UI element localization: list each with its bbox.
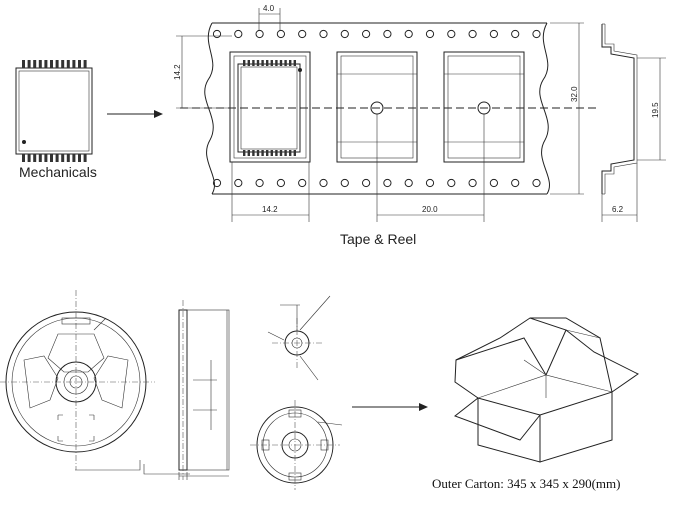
pin — [50, 60, 53, 68]
sprocket-hole — [468, 29, 477, 39]
dim-pocket-inner: 19.5 — [651, 102, 660, 118]
pin — [78, 60, 81, 68]
sprocket-hole — [319, 178, 328, 188]
pin — [33, 154, 37, 162]
sprocket-hole — [255, 178, 264, 188]
sprocket-hole — [276, 29, 285, 39]
sprocket-hole — [362, 178, 371, 188]
sprocket-hole — [234, 178, 243, 188]
sprocket-hole — [383, 29, 392, 39]
outer-carton-box — [453, 317, 639, 463]
sprocket-hole — [234, 29, 243, 39]
pin — [72, 60, 76, 68]
sprocket-hole — [383, 178, 392, 188]
component-mechanical-drawing — [15, 60, 93, 162]
sprocket-holes-bottom — [212, 178, 541, 188]
carrier-tape — [180, 22, 600, 195]
sprocket-hole — [425, 178, 435, 188]
pin — [22, 154, 25, 162]
outer-carton-label: Outer Carton: 345 x 345 x 290(mm) — [432, 476, 620, 491]
pin — [22, 60, 25, 68]
sprocket-hole — [404, 29, 413, 39]
pin — [83, 60, 87, 68]
component-bottom-pins — [22, 154, 87, 162]
sprocket-hole — [489, 29, 498, 39]
sprocket-hole — [468, 178, 477, 188]
pin — [61, 60, 65, 68]
sprocket-hole — [340, 178, 349, 188]
sprocket-holes-top — [212, 29, 541, 39]
tape-cross-section: 19.5 6.2 — [601, 23, 666, 222]
pin — [78, 154, 81, 162]
sprocket-hole — [276, 178, 285, 188]
sprocket-hole — [362, 29, 371, 39]
dim-pocket-pitch: 20.0 — [376, 114, 485, 222]
svg-text:20.0: 20.0 — [422, 205, 438, 214]
sprocket-hole — [319, 29, 328, 39]
pin1-marker — [22, 140, 26, 144]
pin — [44, 154, 48, 162]
sprocket-hole — [489, 178, 498, 188]
pin — [72, 154, 76, 162]
reel-front-view — [0, 290, 190, 475]
sprocket-hole — [447, 29, 456, 39]
pin — [38, 60, 42, 68]
dim-tape-depth: 6.2 — [612, 205, 624, 214]
dim-hole-pitch: 4.0 — [258, 4, 281, 30]
sprocket-hole — [404, 178, 413, 188]
sprocket-hole — [212, 29, 222, 39]
arrow-to-tape — [107, 110, 163, 118]
pin — [66, 154, 70, 162]
reel-side-view — [178, 300, 230, 480]
pocket-with-component — [229, 51, 311, 163]
pin — [38, 154, 42, 162]
pin — [33, 60, 37, 68]
sprocket-hole — [425, 29, 435, 39]
pin — [27, 60, 31, 68]
svg-text:14.2: 14.2 — [173, 64, 182, 80]
sprocket-hole — [212, 178, 222, 188]
mechanicals-label: Mechanicals — [19, 164, 97, 180]
hub-detail-bottom — [250, 400, 343, 490]
dim-component-height: 14.2 — [173, 35, 232, 109]
pin — [61, 154, 65, 162]
pin — [55, 60, 59, 68]
dim-tape-width: 32.0 — [550, 22, 584, 195]
sprocket-hole — [532, 29, 541, 39]
component-top-pins — [22, 60, 87, 68]
tape-break-left — [204, 22, 215, 195]
pin — [44, 60, 48, 68]
svg-text:14.2: 14.2 — [262, 205, 278, 214]
pin — [27, 154, 31, 162]
sprocket-hole — [298, 29, 307, 39]
dim-component-width: 14.2 — [231, 162, 310, 222]
pin — [66, 60, 70, 68]
sprocket-hole — [298, 178, 307, 188]
tape-reel-label: Tape & Reel — [340, 231, 416, 247]
pin — [83, 154, 87, 162]
pin — [55, 154, 59, 162]
tape-break-right — [539, 22, 550, 195]
svg-text:4.0: 4.0 — [263, 4, 275, 13]
sprocket-hole — [447, 178, 456, 188]
sprocket-hole — [511, 178, 520, 188]
pin — [50, 154, 53, 162]
sprocket-hole — [532, 178, 541, 188]
sprocket-hole — [340, 29, 349, 39]
sprocket-hole — [255, 29, 264, 39]
svg-text:32.0: 32.0 — [570, 86, 579, 102]
sprocket-hole — [511, 29, 520, 39]
hub-detail-top — [267, 295, 331, 381]
arrow-to-carton — [352, 403, 428, 411]
